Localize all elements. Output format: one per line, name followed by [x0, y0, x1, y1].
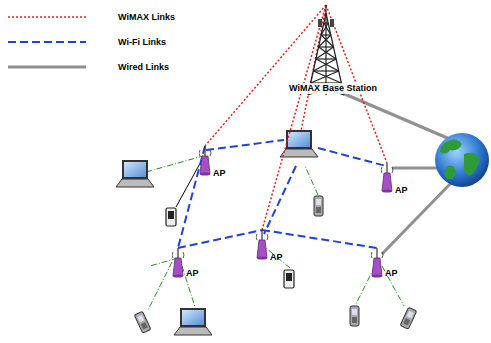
- wimax-link: [205, 5, 326, 146]
- internet-globe: [435, 133, 489, 187]
- legend-wimax-sample: [8, 16, 86, 18]
- access-point-icon: [371, 248, 385, 278]
- ap-label: AP: [385, 268, 398, 279]
- access-point-node: AP: [381, 163, 410, 197]
- ap-label: AP: [270, 252, 283, 263]
- legend-wifi-sample: [8, 41, 86, 43]
- device-links: [146, 156, 404, 310]
- legend-text: WiMAX Links: [118, 12, 175, 23]
- access-point-node: AP: [256, 230, 285, 264]
- access-point-icon: [381, 163, 395, 193]
- wimax-link: [262, 5, 326, 230]
- laptop-icon: [174, 308, 212, 335]
- phone-icon: [314, 196, 323, 216]
- pda-icon: [166, 208, 176, 226]
- legend-wired-sample: [8, 66, 86, 69]
- pda-icon: [284, 270, 294, 288]
- wifi-link: [178, 146, 205, 248]
- pda-link: [176, 158, 203, 207]
- laptop-icon: [280, 130, 318, 157]
- phone-icon: [134, 311, 151, 333]
- wifi-link: [178, 230, 262, 248]
- access-point-node: AP: [199, 146, 228, 180]
- base-station-node: WiMAX Base Station: [288, 5, 380, 97]
- phone-icon: [400, 307, 417, 329]
- legend-text: Wi-Fi Links: [118, 37, 166, 48]
- wired-links: [340, 92, 452, 254]
- station-label: WiMAX Base Station: [288, 83, 378, 94]
- access-point-icon: [172, 248, 186, 278]
- access-point-icon: [199, 146, 213, 176]
- legend-text: Wired Links: [118, 62, 169, 73]
- ap-label: AP: [395, 185, 408, 196]
- phone-icon: [350, 306, 359, 326]
- ap-label: AP: [186, 268, 199, 279]
- ap-label: AP: [213, 168, 226, 179]
- laptop-icon: [116, 160, 154, 187]
- access-point-node: AP: [371, 248, 400, 280]
- access-point-icon: [256, 230, 270, 260]
- access-point-node: AP: [172, 248, 201, 280]
- wifi-link: [262, 230, 377, 248]
